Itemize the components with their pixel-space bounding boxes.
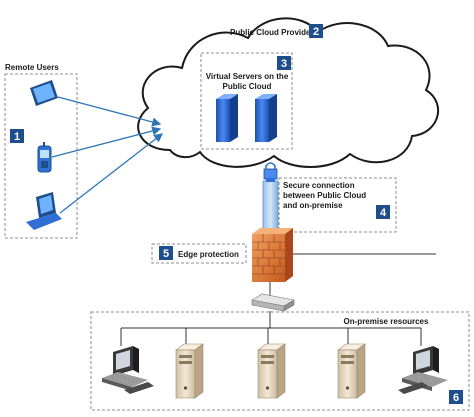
public-cloud: Public Cloud Provider 2 Virtual Servers …	[137, 17, 440, 168]
vpn-tunnel-icon	[262, 180, 279, 232]
switch-icon	[251, 293, 295, 312]
tower-server-icon	[175, 343, 204, 399]
badge-4-number: 4	[380, 207, 387, 219]
remote-users-group: Remote Users 1	[4, 63, 78, 239]
secure-connection: Secure connection between Public Cloud a…	[262, 162, 397, 233]
laptop-icon	[26, 192, 62, 230]
lock-icon	[263, 162, 278, 180]
badge-1	[10, 129, 24, 143]
badge-3-number: 3	[281, 58, 287, 70]
virtual-servers-box	[200, 52, 293, 150]
edge-protection: 5 Edge protection	[151, 228, 436, 282]
virtual-servers-label-line2: Public Cloud	[223, 82, 272, 91]
secure-label-line3: and on-premise	[283, 201, 343, 210]
tunnel-connector-top	[266, 178, 275, 182]
cloud-shape	[137, 17, 440, 168]
secure-connection-box	[278, 177, 397, 233]
badge-5	[159, 246, 173, 260]
badge-5-number: 5	[163, 248, 169, 260]
server-icon	[216, 94, 238, 142]
workstation-icon	[102, 346, 154, 394]
server-icon	[255, 94, 277, 142]
badge-2	[309, 24, 323, 38]
on-premise-box	[90, 311, 470, 411]
badge-6	[449, 390, 463, 404]
edge-protection-box	[151, 243, 247, 264]
arrow-tablet-to-cloud	[57, 96, 162, 127]
arrow-phone-to-cloud	[51, 126, 162, 158]
badge-6-number: 6	[453, 392, 459, 404]
tablet-icon	[30, 80, 58, 106]
virtual-servers-label-line1: Virtual Servers on the	[206, 72, 289, 81]
remote-connection-arrows	[51, 96, 164, 214]
remote-users-label: Remote Users	[5, 63, 59, 72]
badge-1-number: 1	[14, 131, 20, 143]
mobile-phone-icon	[37, 142, 52, 173]
arrow-laptop-to-cloud	[59, 133, 164, 214]
on-premise-label: On-premise resources	[344, 317, 429, 326]
badge-3	[277, 56, 291, 70]
cloud-provider-label: Public Cloud Provider	[230, 28, 314, 37]
workstation-icon	[398, 346, 448, 394]
badge-4	[376, 205, 390, 219]
tower-server-icon	[337, 343, 366, 399]
tower-server-icon	[257, 343, 286, 399]
remote-users-box	[4, 73, 78, 239]
edge-protection-label: Edge protection	[178, 250, 239, 259]
secure-label-line1: Secure connection	[283, 181, 355, 190]
secure-label-line2: between Public Cloud	[283, 191, 366, 200]
firewall-icon	[252, 228, 293, 282]
on-premise-group: On-premise resources 6	[90, 311, 470, 411]
badge-2-number: 2	[313, 26, 319, 38]
